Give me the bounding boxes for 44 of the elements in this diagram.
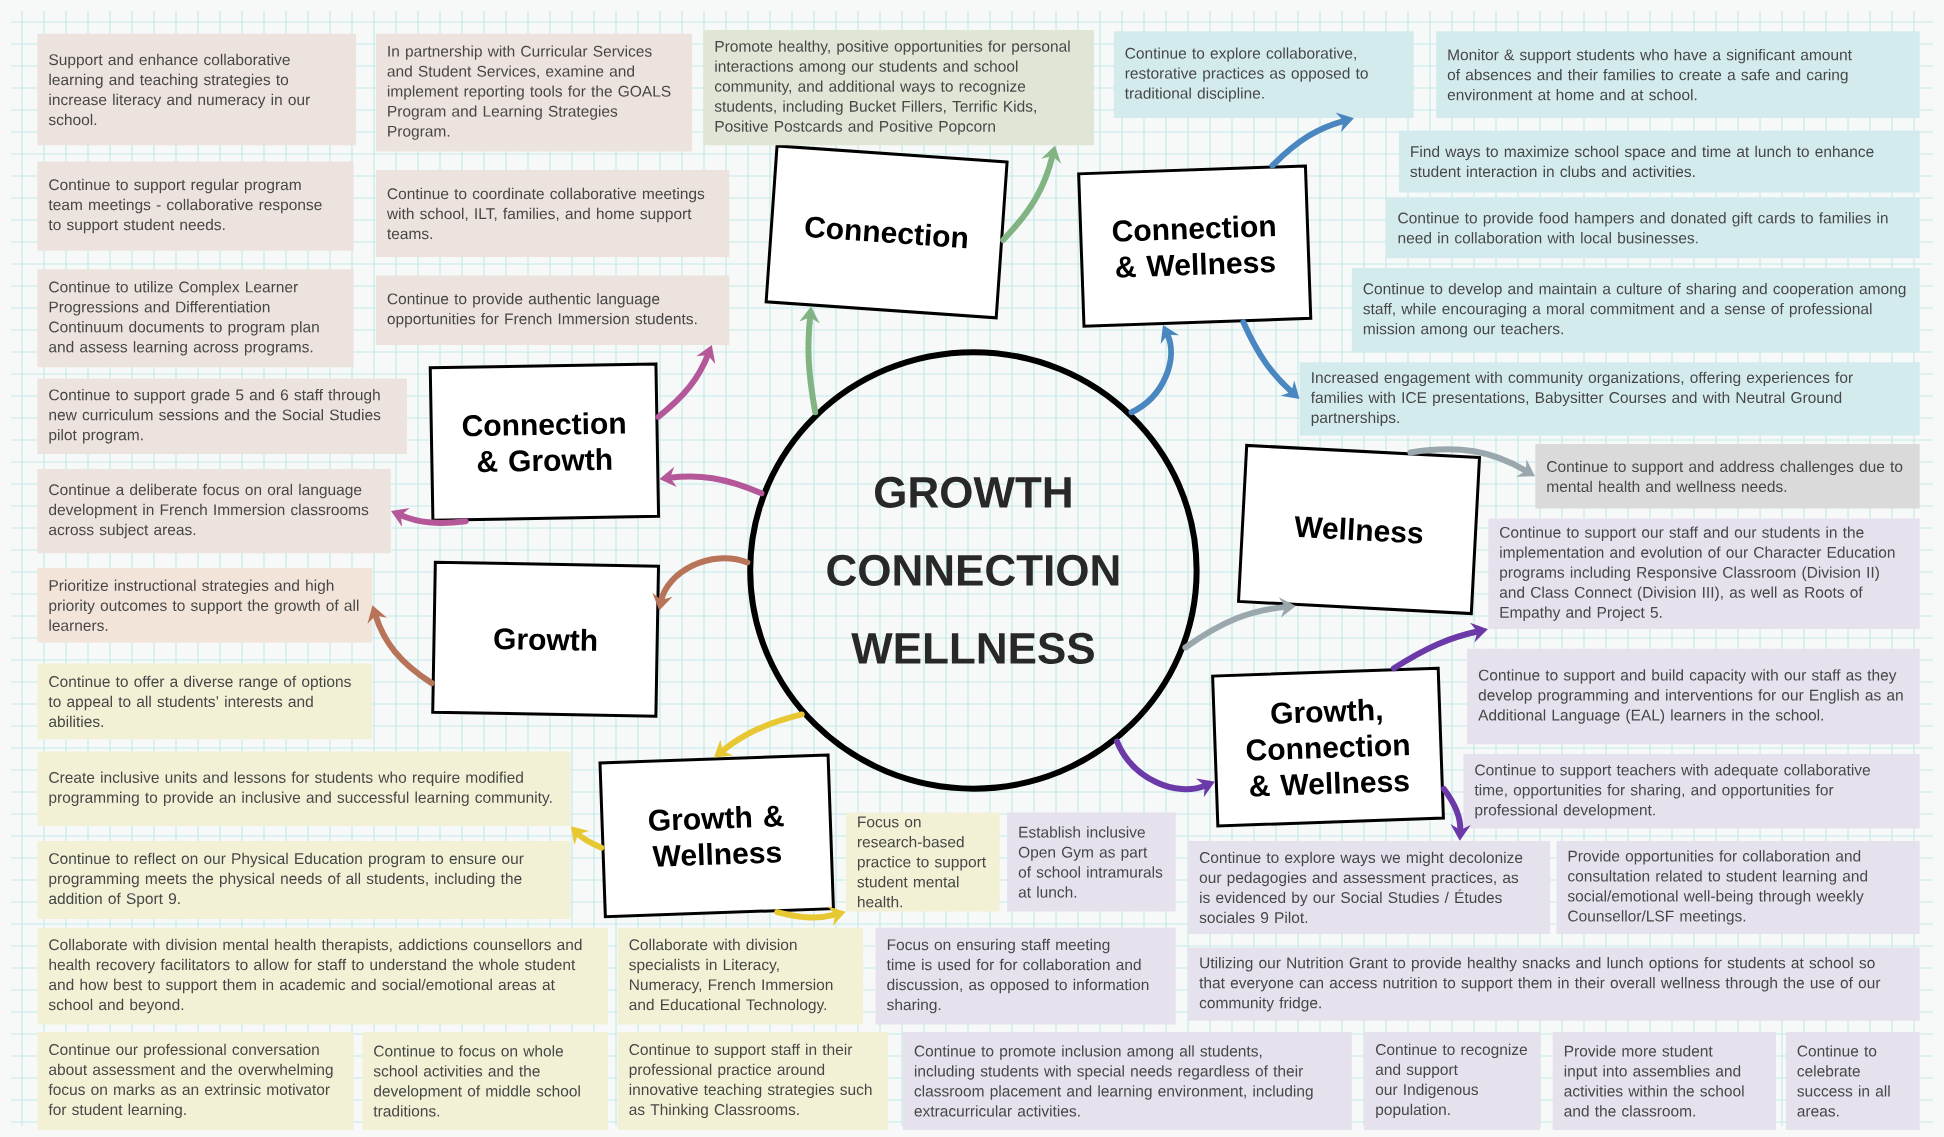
note-card: Continue our professional conversation about assessment and the overwhelming focus on marks as an extrinsic motivator for student learning. [37, 1031, 354, 1130]
theme-box: Connection & Wellness [1077, 164, 1313, 328]
note-card: Utilizing our Nutrition Grant to provide healthy snacks and lunch options for students at school so that everyone can access nutrition to support them in their overall wellness through the use of our community fridge. [1188, 947, 1920, 1021]
note-card: Continue to explore ways we might decolonize our pedagogies and assessment practices, as is evidenced by our Social Studies / Études sociales 9 Pilot. [1188, 840, 1551, 934]
note-card: Collaborate with division specialists in Literacy, Numeracy, French Immersion and Educational Technology. [617, 927, 864, 1025]
note-card: Prioritize instructional strategies and high priority outcomes to support the growth of all learners. [37, 568, 373, 643]
note-card: Increased engagement with community organizations, offering experiences for families with ICE presentations, Babysitter Courses and with Neutral Ground partnerships. [1299, 362, 1920, 436]
note-card: Continue to provide food hampers and donated gift cards to families in need in collaboration with local businesses. [1386, 197, 1920, 259]
note-card: Continue to promote inclusion among all students, including students with special needs regardless of their classroom placement and learning environment, including extracurricular activities. [902, 1031, 1352, 1130]
note-card: Create inclusive units and lessons for students who require modified programming to provide an inclusive and successful learning community. [37, 751, 571, 826]
theme-box: Connection & Growth [428, 362, 661, 522]
note-card: Focus on ensuring staff meeting time is used for for collaboration and discussion, as opposed to information sharing. [875, 927, 1176, 1025]
note-card: Provide more student input into assemblies and activities within the school and the classroom. [1552, 1031, 1776, 1130]
note-card: Continue to coordinate collaborative meetings with school, ILT, families, and home support teams. [375, 170, 730, 257]
note-card: Provide opportunities for collaboration and consultation related to student learning and social/emotional well-being through weekly Counsellor/LSF meetings. [1556, 840, 1920, 934]
note-card: Continue to support and address challenges due to mental health and wellness needs. [1535, 444, 1920, 509]
note-card: Continue to support teachers with adequate collaborative time, opportunities for sharing, and opportunities for professional development. [1463, 754, 1920, 829]
note-card: Continue to support grade 5 and 6 staff through new curriculum sessions and the Social Studies pilot program. [37, 378, 407, 454]
theme-box: Connection [764, 144, 1009, 320]
note-card: Establish inclusive Open Gym as part of school intramurals at lunch. [1007, 812, 1176, 912]
note-card: Continue a deliberate focus on oral language development in French Immersion classrooms across subject areas. [37, 468, 391, 554]
note-card: Monitor & support students who have a significant amount of absences and their families to create a safe and caring environment at home and at school. [1436, 31, 1920, 118]
theme-box: Growth & Wellness [598, 753, 835, 919]
note-card: Collaborate with division mental health therapists, addictions counsellors and health recovery facilitators to allow for staff to understand the whole student and how best to support them in academic and social/emotional areas at school and beyond. [37, 927, 608, 1025]
note-card: Continue to utilize Complex Learner Progressions and Differentiation Continuum documents to program plan and assess learning across programs. [37, 269, 354, 368]
note-card: Focus on research-based practice to support student mental health. [845, 812, 1000, 912]
note-card: Continue to develop and maintain a culture of sharing and cooperation among staff, while encouraging a moral commitment and a sense of professional mission among our teachers. [1351, 268, 1920, 353]
arrow [714, 711, 805, 758]
note-card: Continue to support and build capacity with our staff as they develop programming and interventions for our English as an Additional Language (EAL) learners in the school. [1467, 648, 1920, 745]
note-card: Continue to recognize and support our Indigenous population. [1364, 1031, 1541, 1130]
note-card: Continue to explore collaborative, restorative practices as opposed to traditional discipline. [1113, 31, 1414, 118]
theme-box: Growth, Connection & Wellness [1211, 666, 1445, 828]
note-card: Continue to support our staff and our students in the implementation and evolution of our Character Education programs including Responsive Classroom (Division II) and Class Connect (Division III), as well as Roots of Empathy and Project 5. [1488, 518, 1920, 629]
note-card: Support and enhance collaborative learning and teaching strategies to increase literacy and numeracy in our school. [37, 33, 357, 146]
note-card: Promote healthy, positive opportunities for personal interactions among our students and school community, and additional ways to recognize students, including Bucket Fillers, Terrific Kids, Positive Postcards and Positive Popcorn [703, 30, 1094, 146]
note-card: Continue to reflect on our Physical Education program to ensure our programming meets the physical needs of all students, including the addition of Sport 9. [37, 840, 571, 919]
note-card: Continue to focus on whole school activities and the development of middle school traditions. [362, 1031, 608, 1130]
note-card: Continue to offer a diverse range of options to appeal to all students’ interests and abilities. [37, 663, 373, 740]
note-card: In partnership with Curricular Services and Student Services, examine and implement reporting tools for the GOALS Program and Learning Strategies Program. [375, 33, 693, 152]
note-card: Continue to celebrate success in all areas. [1785, 1031, 1920, 1130]
note-card: Continue to support regular program team meetings - collaborative response to support student needs. [37, 161, 354, 251]
note-card: Continue to support staff in their professional practice around innovative teaching strategies such as Thinking Classrooms. [617, 1031, 888, 1130]
note-card: Find ways to maximize school space and time at lunch to enhance student interaction in clubs and activities. [1398, 130, 1920, 193]
note-card: Continue to provide authentic language opportunities for French Immersion students. [375, 275, 730, 345]
